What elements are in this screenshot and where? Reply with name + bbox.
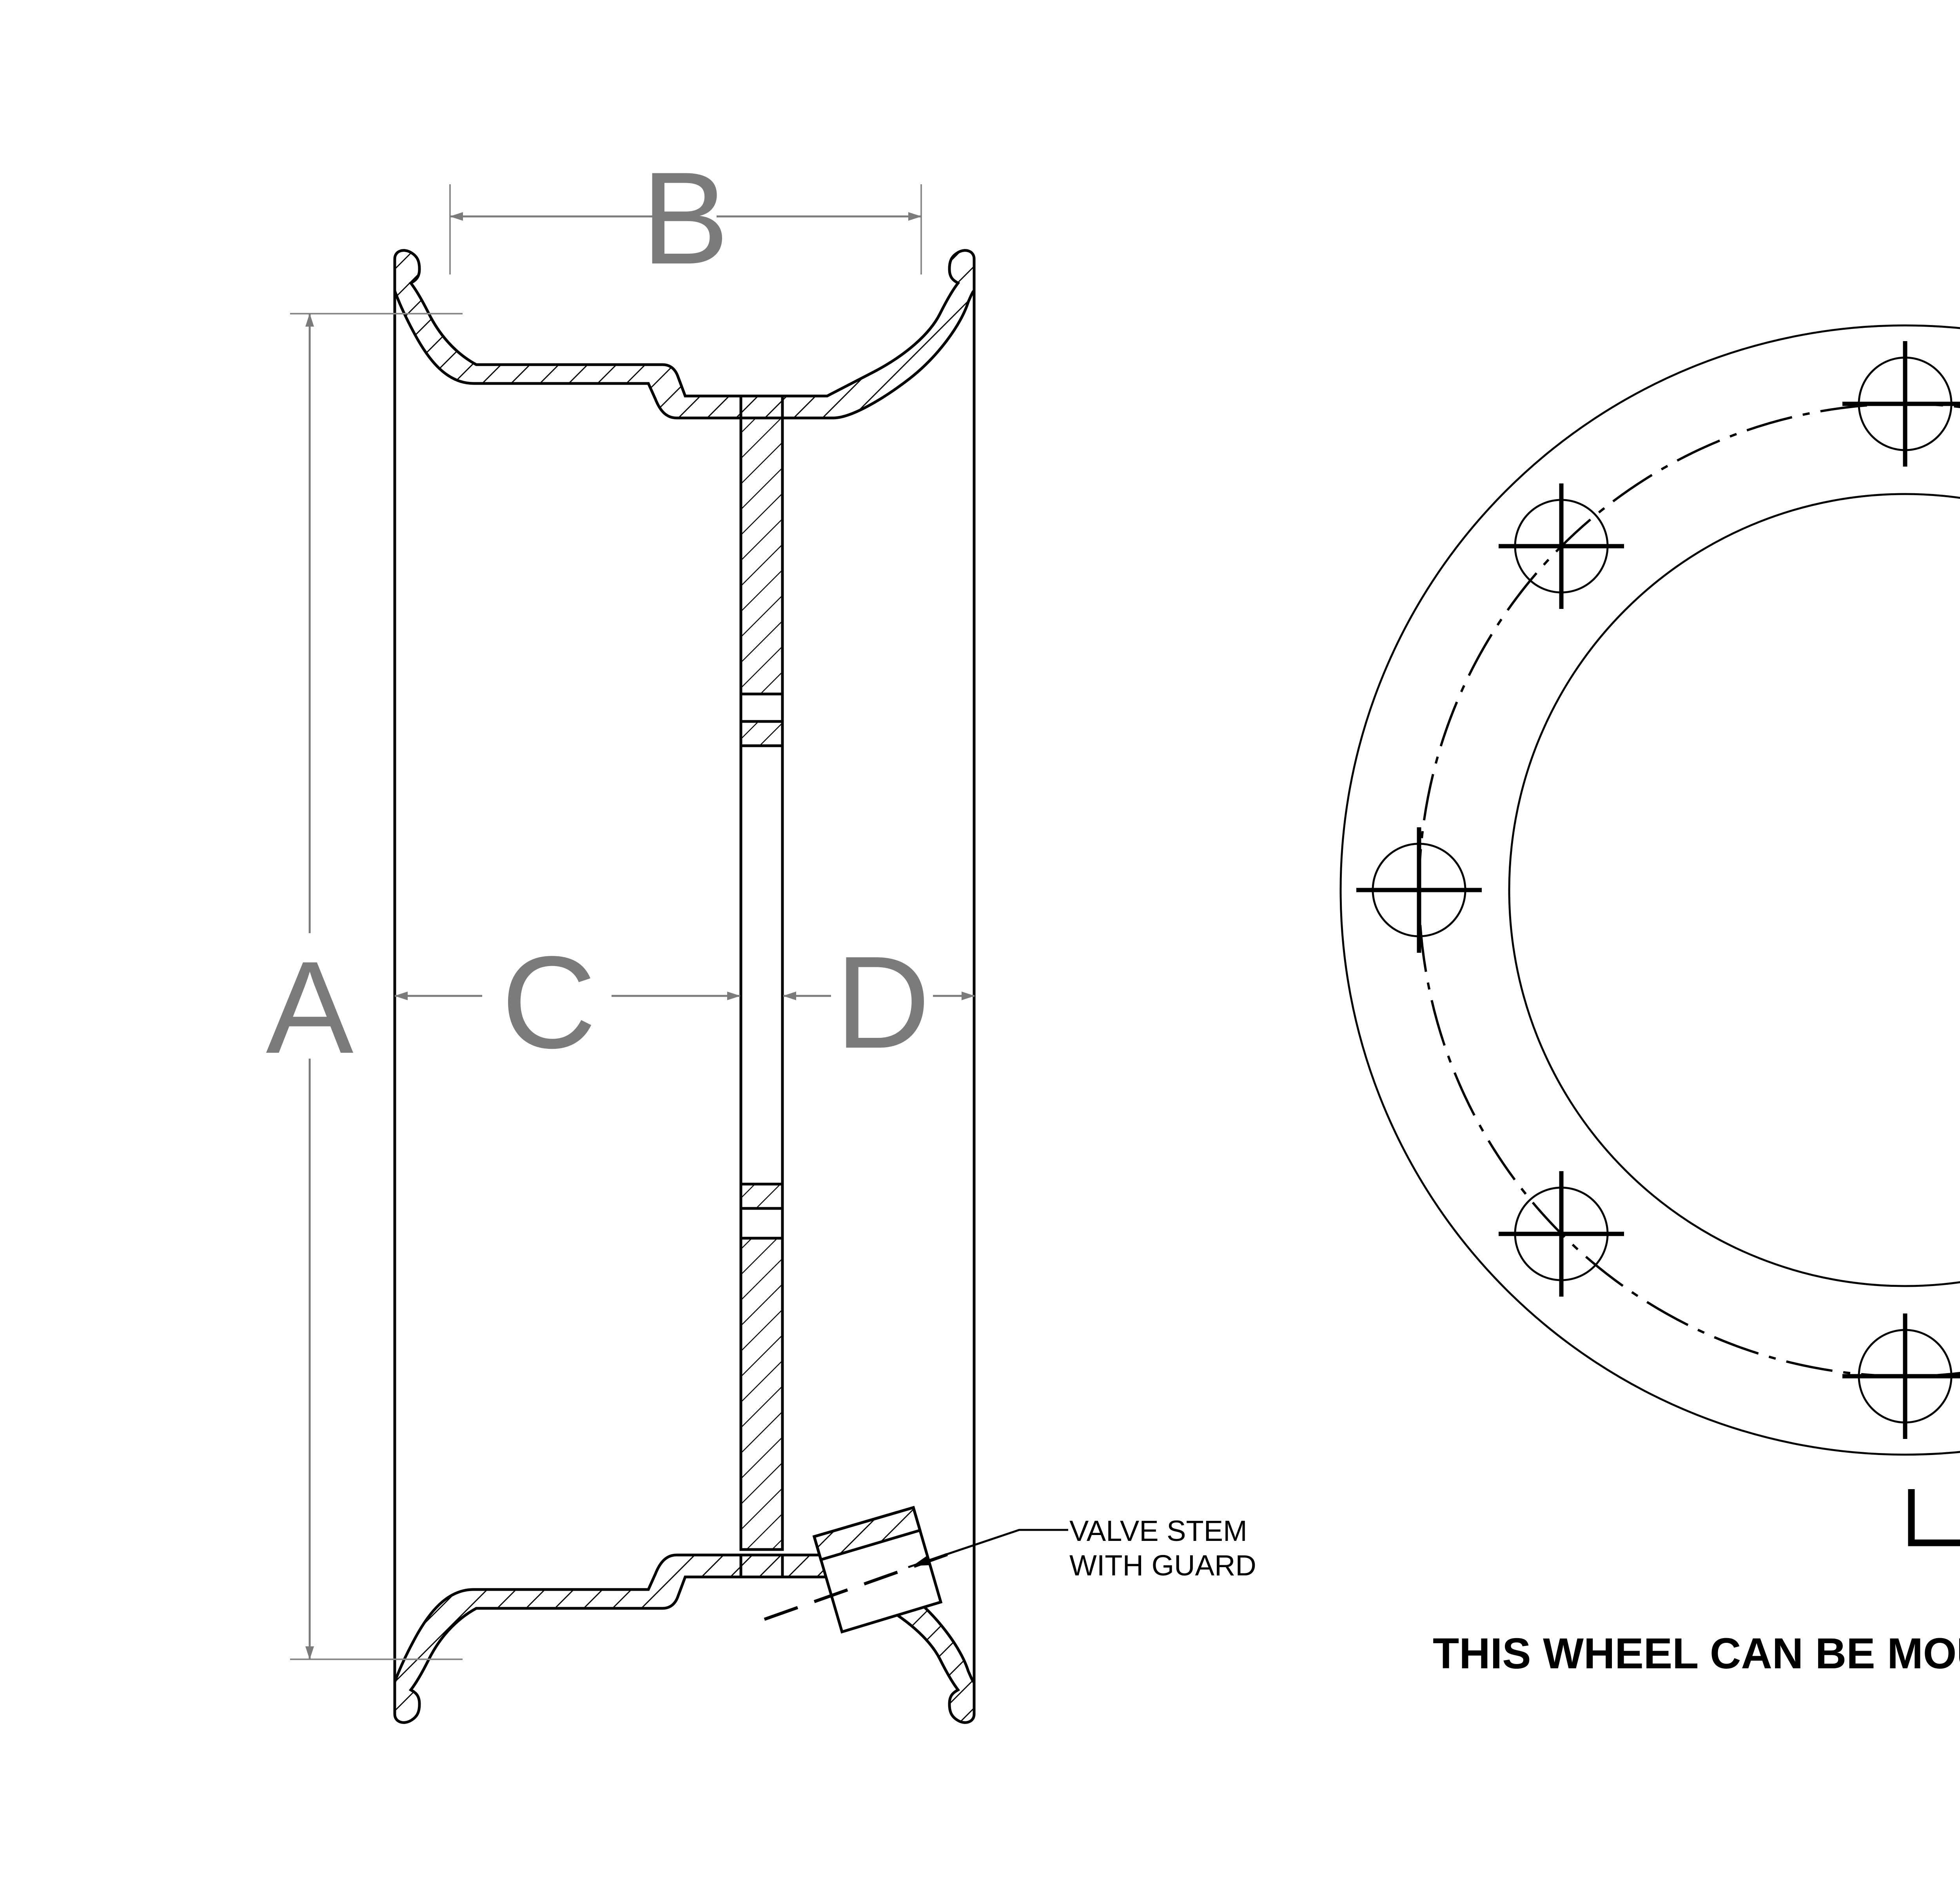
- rim-profile-top-left: [393, 249, 742, 420]
- valve-stem-label-line2: WITH GUARD: [1069, 1549, 1256, 1582]
- dim-B-label: B: [641, 145, 729, 291]
- dim-A-label: A: [266, 934, 354, 1081]
- detail-pointer-path: [1908, 1489, 1960, 1546]
- bolt-circle-centerline: [1418, 403, 1960, 1377]
- side-section-view: VALVE STEM WITH GUARD A B: [266, 145, 1256, 1724]
- wheel-disc-web-upper: [739, 416, 784, 696]
- dimension-C: C: [394, 929, 740, 1075]
- rim-profile-top-right: [781, 249, 976, 420]
- rim-profile-bottom-left: [393, 1553, 742, 1724]
- detail-view-pointer-arrow: [1908, 1489, 1960, 1546]
- dimension-A: A: [266, 313, 463, 1660]
- dimension-B: B: [449, 145, 922, 291]
- rim-well-top: [739, 394, 784, 420]
- valve-stem-cap-hatched: [812, 1506, 922, 1562]
- valve-stem-callout: VALVE STEM WITH GUARD: [908, 1515, 1256, 1582]
- dimension-D: D: [783, 929, 975, 1075]
- wheel-center-bore-circle: [1508, 493, 1960, 1287]
- bolt-hole: [1356, 827, 1482, 953]
- wheel-disc-web-mid-2: [739, 1183, 784, 1210]
- bolt-hole: [1842, 341, 1960, 467]
- front-face-view: E F: [1339, 324, 1960, 1546]
- bolt-hole: [1499, 483, 1624, 609]
- valve-stem-label-line1: VALVE STEM: [1069, 1515, 1247, 1547]
- disc-bolt-hole-upper: [739, 692, 784, 723]
- dim-D-label: D: [835, 929, 930, 1075]
- valve-stem-leader-arrow: [913, 1529, 1020, 1567]
- rim-well-bottom: [739, 1553, 784, 1579]
- wheel-outer-circle: [1339, 324, 1960, 1456]
- wheel-disc-web-lower: [739, 1237, 784, 1551]
- mounting-note: THIS WHEEL CAN BE MOUNTED ON EITHER SIDE: [1433, 1629, 1960, 1678]
- disc-bolt-hole-lower: [739, 1207, 784, 1240]
- bolt-hole: [1842, 1313, 1960, 1439]
- wheel-disc-web-mid: [739, 720, 784, 747]
- bolt-hole: [1499, 1171, 1624, 1297]
- disc-bolt-hole-upper-2: [739, 744, 784, 1186]
- valve-stem-leader-line: [908, 1529, 1068, 1568]
- dim-C-label: C: [501, 929, 596, 1075]
